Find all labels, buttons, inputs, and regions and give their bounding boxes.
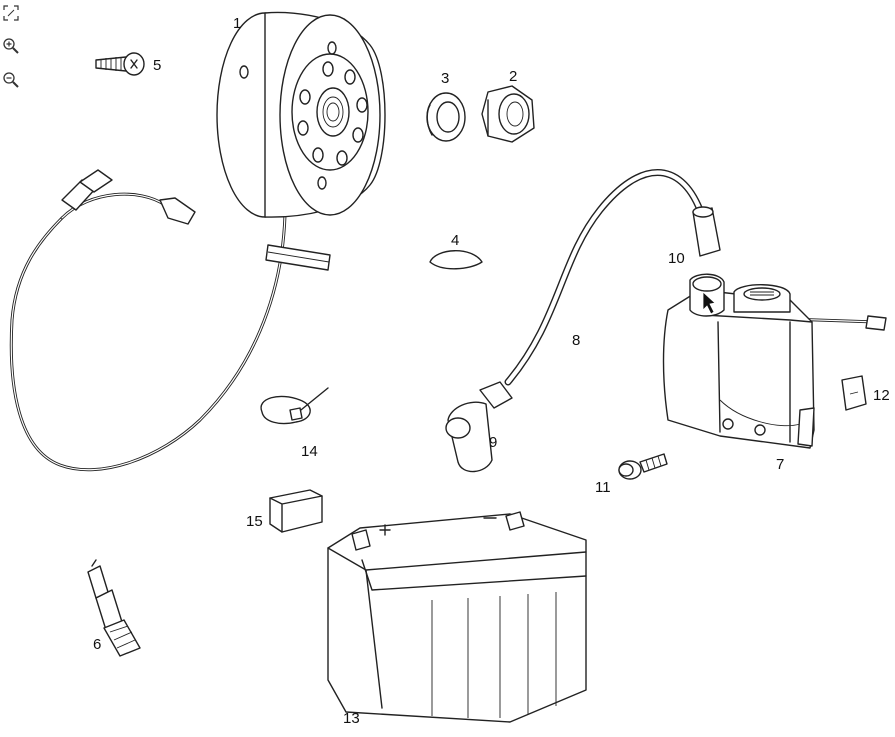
callout-4: 4 (451, 232, 459, 249)
fit-screen-icon (3, 5, 19, 21)
zoom-in-button[interactable] (2, 37, 20, 55)
zoom-in-icon (3, 38, 19, 54)
zoom-out-icon (3, 72, 19, 88)
zoom-out-button[interactable] (2, 71, 20, 89)
callout-9: 9 (489, 434, 497, 451)
mouse-cursor-icon (702, 291, 716, 315)
fit-screen-button[interactable] (2, 4, 20, 22)
callout-8: 8 (572, 332, 580, 349)
plug-cap-part[interactable] (445, 381, 513, 473)
washer-part[interactable] (426, 92, 466, 142)
battery-part[interactable] (327, 511, 587, 723)
callout-7: 7 (776, 456, 784, 473)
spark-plug-part[interactable] (87, 559, 141, 657)
flywheel-part[interactable] (9, 11, 386, 472)
cable-tie-part[interactable] (260, 387, 329, 425)
coil-bolt-part[interactable] (618, 453, 668, 480)
callout-5: 5 (153, 57, 161, 74)
nut-part[interactable] (481, 85, 535, 143)
callout-11: 11 (595, 479, 611, 496)
clip-part[interactable] (841, 375, 867, 411)
callout-12: 12 (873, 387, 890, 404)
screw-part[interactable] (95, 52, 145, 76)
callout-3: 3 (441, 70, 449, 87)
fuse-part[interactable] (269, 489, 323, 533)
ht-lead-part[interactable] (504, 169, 704, 386)
key-part[interactable] (429, 250, 483, 270)
ignition-coil-part[interactable] (662, 273, 887, 449)
boot-part[interactable] (692, 206, 721, 257)
callout-1: 1 (233, 15, 241, 32)
callout-14: 14 (301, 443, 318, 460)
callout-2: 2 (509, 68, 517, 85)
callout-15: 15 (246, 513, 263, 530)
callout-10: 10 (668, 250, 685, 267)
callout-6: 6 (93, 636, 101, 653)
callout-13: 13 (343, 710, 360, 727)
